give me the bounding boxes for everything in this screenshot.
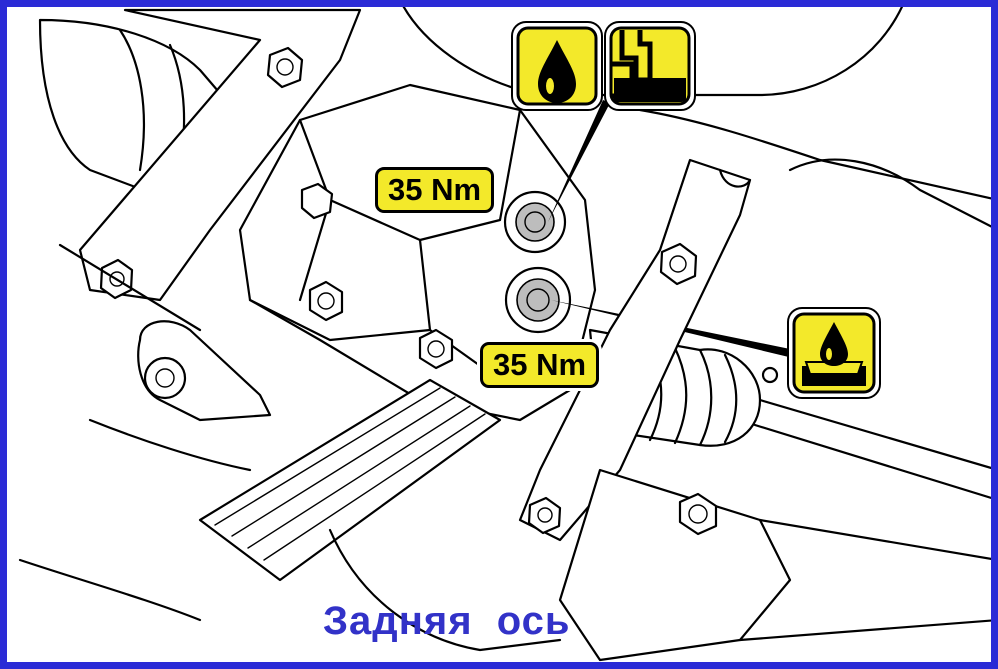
boot-rib xyxy=(698,348,713,447)
link-rod xyxy=(58,243,202,332)
oil-drop-icon xyxy=(511,21,603,111)
underbody-line xyxy=(88,418,252,472)
drain-plug xyxy=(504,266,572,334)
right-shaft xyxy=(753,423,991,499)
rib xyxy=(263,413,486,561)
lower-frame-line xyxy=(738,619,991,642)
housing-edge xyxy=(298,198,332,302)
boot-rib xyxy=(673,346,688,445)
fill-level-icon xyxy=(604,21,696,111)
lower-left-outline xyxy=(18,558,202,622)
bolt xyxy=(659,242,698,286)
differential-housing xyxy=(238,83,597,422)
torque-label-drain-plug: 35 Nm xyxy=(480,342,600,388)
floor-hole-right xyxy=(761,366,779,384)
housing-edge xyxy=(248,298,432,342)
boot-rib xyxy=(118,28,145,172)
oil-drain-icon xyxy=(787,307,881,399)
bracket-slot xyxy=(718,168,752,188)
rib xyxy=(247,405,471,549)
right-shaft xyxy=(758,398,991,470)
boot-rib xyxy=(723,353,738,444)
link-bushing xyxy=(143,356,187,400)
fill-plug-pointer xyxy=(548,100,610,222)
torque-label-fill-plug: 35 Nm xyxy=(375,167,495,213)
floor-panel xyxy=(788,158,991,228)
lower-outline xyxy=(328,528,562,652)
diagram-caption: Задняя ось xyxy=(323,599,571,643)
fill-plug xyxy=(503,190,567,254)
floor-seam xyxy=(638,108,991,200)
bolt xyxy=(266,46,304,89)
link-bushing-hole xyxy=(155,368,175,388)
bolt xyxy=(308,280,344,322)
bolt xyxy=(418,328,454,370)
rib xyxy=(231,396,456,537)
bolt xyxy=(678,492,718,536)
bolt xyxy=(527,496,562,535)
rib xyxy=(214,387,441,526)
lower-crossmember xyxy=(558,468,792,662)
lower-frame-line xyxy=(758,518,991,560)
bolt xyxy=(300,182,334,220)
